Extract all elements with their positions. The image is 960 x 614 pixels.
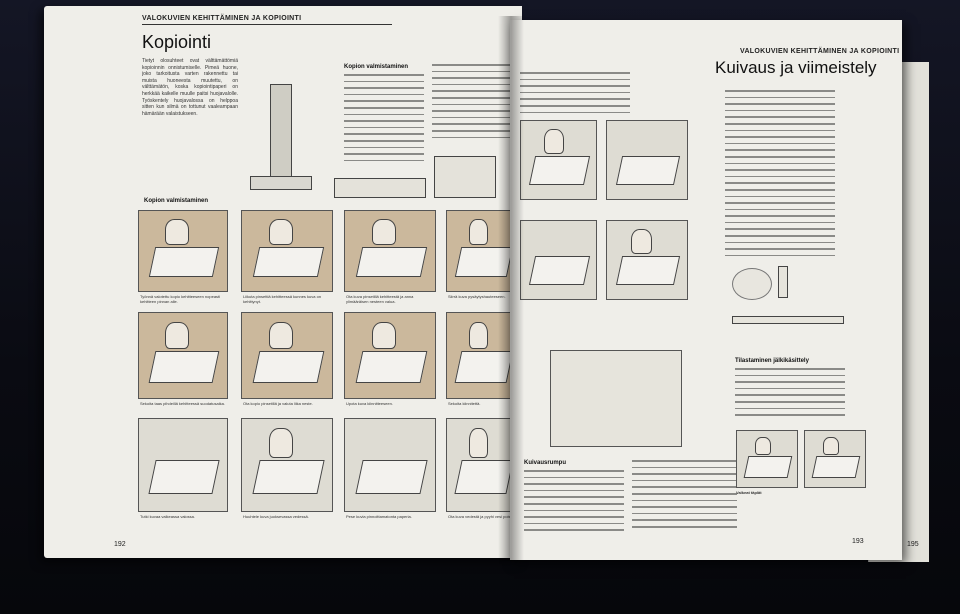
retouch-subhead: Tilastaminen jälkikäsittely <box>735 358 809 364</box>
intro-text: Tietyt olosuhteet ovat välttämättömiä ko… <box>142 58 238 117</box>
drying-panel-4 <box>606 220 688 300</box>
right-intro-text <box>520 72 630 122</box>
retouch-panel-1 <box>736 430 798 488</box>
step-caption-7: Upota kuva kiinnitteeseen. <box>346 401 393 406</box>
step-panel-12 <box>446 418 520 512</box>
book-gutter <box>498 16 524 561</box>
edge-page-number: 195 <box>907 541 919 548</box>
retouch-brush-illustration <box>732 316 844 324</box>
left-subhead: Kopion valmistaminen <box>344 64 409 70</box>
left-running-head: VALOKUVIEN KEHITTÄMINEN JA KOPIOINTI <box>142 15 392 25</box>
right-page-title: Kuivaus ja viimeistely <box>715 58 877 77</box>
step-panel-7 <box>344 312 436 399</box>
left-page-number: 192 <box>114 541 126 548</box>
step-caption-10: Huuhtele kuva juoksevassa vedessä. <box>243 514 309 519</box>
drum-text <box>524 470 624 540</box>
step-panel-1 <box>138 210 228 292</box>
step-caption-4: Siirrä kuva pysäytyshauteeseen. <box>448 294 506 299</box>
retouch-panel-2 <box>804 430 866 488</box>
step-caption-6: Ota kopio pinsetillä ja valuta liika nes… <box>243 401 313 406</box>
step-panel-11 <box>344 418 436 512</box>
enlarger-base <box>250 176 312 190</box>
retouch-dish-illustration <box>732 268 772 300</box>
step-panel-4 <box>446 210 520 292</box>
step-caption-2: Liikuta pinsettiä kehitteessä kunnes kuv… <box>243 294 322 304</box>
step-caption-8: Sekoita kiinnitettä. <box>448 401 481 406</box>
right-page-number: 193 <box>852 538 864 545</box>
retouch-text <box>735 368 845 426</box>
open-book: 195 VALOKUVIEN KEHITTÄMINEN JA KOPIOINTI… <box>30 6 935 566</box>
drying-panel-3 <box>520 220 597 300</box>
step-panel-6 <box>241 312 333 399</box>
step-caption-3: Ota kuva pinsetillä kehitteestä ja anna … <box>346 294 414 304</box>
right-page: VALOKUVIEN KEHITTÄMINEN JA KOPIOINTI Kui… <box>510 20 902 560</box>
step-panel-2 <box>241 210 333 292</box>
drying-drum-illustration <box>550 350 682 447</box>
trays-illustration <box>334 178 426 198</box>
col3-text <box>432 64 510 154</box>
right-running-head: VALOKUVIEN KEHITTÄMINEN JA KOPIOINTI <box>740 48 900 55</box>
step-caption-9: Tutki kuvaa valkeassa valossa. <box>140 514 195 519</box>
left-page: VALOKUVIEN KEHITTÄMINEN JA KOPIOINTI Kop… <box>44 6 522 558</box>
retouch-caption: Valkeat täplät <box>736 490 762 495</box>
drum-text-2 <box>632 460 737 540</box>
col2-text <box>344 74 424 174</box>
step-panel-3 <box>344 210 436 292</box>
retouch-bottle-illustration <box>778 266 788 298</box>
step-caption-5: Sekoita taas pihdeillä kehitteessä suoda… <box>140 401 225 406</box>
step-caption-1: Työnnä valotettu kopio kehitteeseen nope… <box>140 294 221 304</box>
drum-subhead: Kuivausrumpu <box>524 460 567 466</box>
left-page-title: Kopiointi <box>142 32 212 52</box>
drying-panel-1 <box>520 120 597 200</box>
enlarger-illustration <box>270 84 292 184</box>
step-panel-5 <box>138 312 228 399</box>
right-col2-text <box>725 90 835 290</box>
step-panel-9 <box>138 418 228 512</box>
step-caption-11: Pese kuvia pinnoittamatonta paperia. <box>346 514 412 519</box>
section-label: Kopion valmistaminen <box>144 198 209 204</box>
step-caption-12: Ota kuva vedestä ja pyyhi vesi pois. <box>448 514 512 519</box>
washer-illustration <box>434 156 496 198</box>
step-panel-10 <box>241 418 333 512</box>
drying-panel-2 <box>606 120 688 200</box>
